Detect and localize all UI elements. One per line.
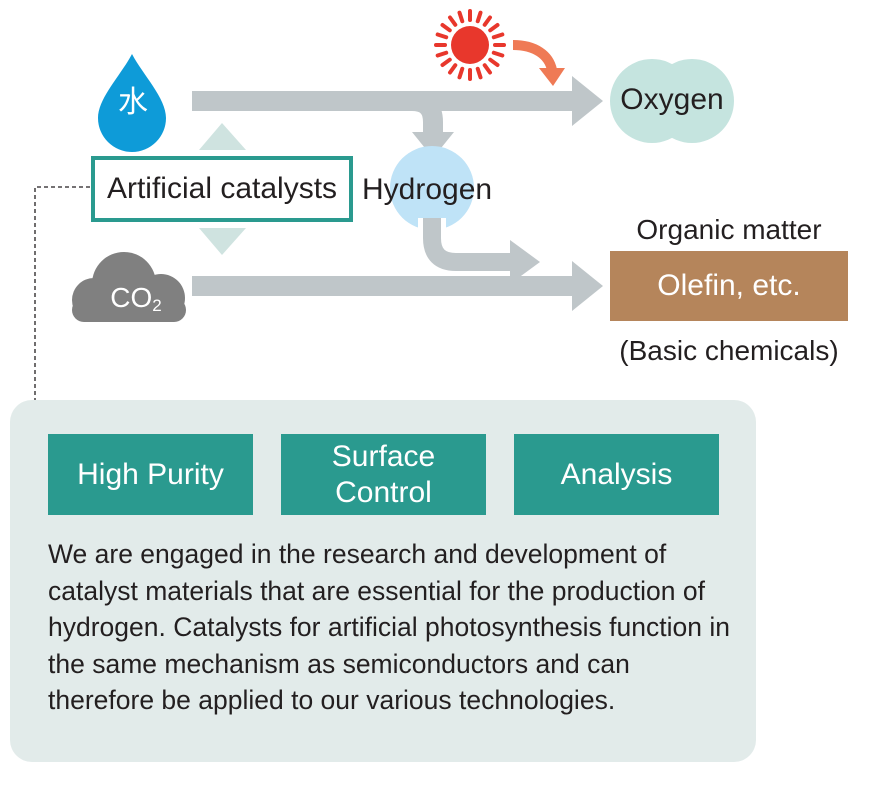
catalyst-down-triangle [199,228,246,255]
sun-ray [475,10,483,24]
sun-to-oxygen-arrow [512,40,565,86]
sun-ray [448,63,458,75]
artificial-catalysts-box: Artificial catalysts [91,156,353,222]
co2-label: CO2 [96,282,176,316]
sun-ray [482,63,492,75]
co2-subscript: 2 [152,296,162,315]
sun-ray [448,15,458,27]
description-text: We are engaged in the research and devel… [48,539,730,716]
organic-matter-label: Organic matter [636,214,822,245]
sun-ray [482,15,492,27]
water-label: 水 [118,85,148,120]
sun-ray [435,50,449,58]
co2-main: CO [110,282,153,313]
sun-ray [435,32,449,40]
sun-icon [434,9,506,81]
sun-ray [488,23,500,33]
basic-chemicals-label: (Basic chemicals) [619,335,839,366]
feature-surface-control: Surface Control [281,434,486,515]
feature-analysis: Analysis [514,434,719,515]
water-to-oxygen-arrow [192,76,603,126]
sun-ray [457,10,465,24]
hydrogen-to-olefin-arrow-fill [423,218,540,284]
hydrogen-bubble [390,146,474,230]
sun-ray [491,50,505,58]
sun-ray [475,66,483,80]
sun-ray [488,57,500,67]
sun-ray [457,66,465,80]
olefin-box: Olefin, etc. [610,251,848,321]
oxygen-label: Oxygen [620,83,724,116]
co2-cloud-icon [72,252,186,322]
feature-high-purity: High Purity [48,434,253,515]
co2-to-olefin-arrow [192,261,603,311]
oxygen-cloud [610,59,734,143]
sun-ray [440,57,452,67]
water-drop-icon [98,54,166,152]
sun-ray [491,32,505,40]
dashed-connector [34,186,90,400]
catalyst-up-triangle [199,123,246,150]
water-to-hydrogen-arrow [392,91,454,158]
sun-ray [440,23,452,33]
hydrogen-label: Hydrogen [362,173,493,206]
